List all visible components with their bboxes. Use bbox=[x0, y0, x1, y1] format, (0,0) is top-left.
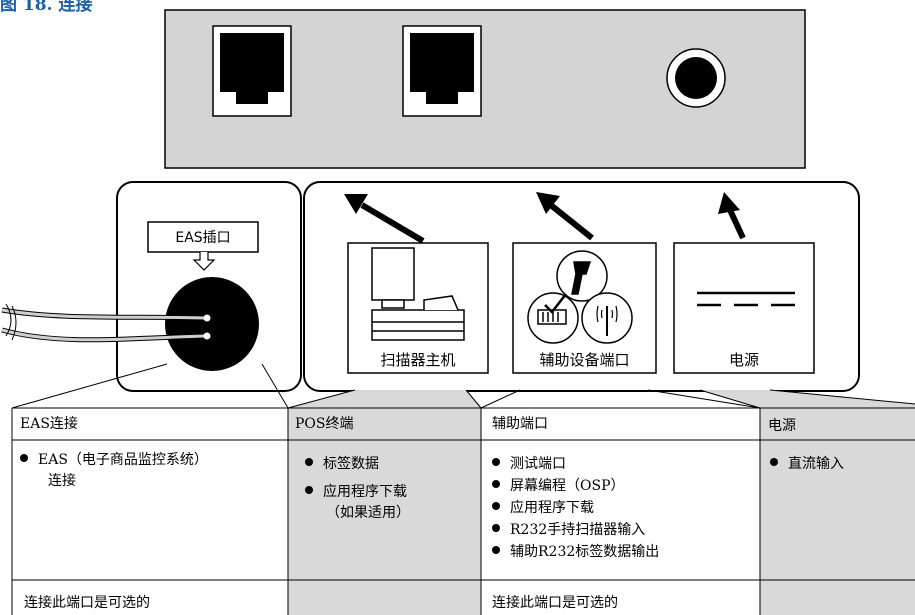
arrow-scanner-icon bbox=[344, 194, 425, 244]
port-caption-scanner-host: 扫描器主机 bbox=[380, 351, 456, 369]
list-item: 屏幕编程（OSP） bbox=[492, 477, 625, 495]
list-item-continuation: （如果适用） bbox=[326, 505, 410, 521]
eas-label-box bbox=[147, 221, 259, 253]
pos-callout-shade bbox=[288, 390, 481, 408]
power-callout-shade bbox=[700, 390, 915, 408]
power-jack bbox=[666, 48, 726, 108]
pos-terminal-icon bbox=[371, 247, 465, 341]
arrow-aux-icon bbox=[536, 192, 594, 241]
list-item: 辅助R232标签数据输出 bbox=[492, 543, 659, 561]
port-caption-power: 电源 bbox=[728, 351, 759, 369]
table-header-aux: 辅助端口 bbox=[492, 416, 548, 432]
table-header-power: 电源 bbox=[768, 418, 796, 434]
list-item: R232手持扫描器输入 bbox=[492, 521, 645, 539]
list-item: EAS（电子商品监控系统） bbox=[20, 451, 208, 469]
eas-label: EAS插口 bbox=[175, 230, 231, 246]
power-port-box bbox=[673, 242, 815, 374]
port-caption-aux: 辅助设备端口 bbox=[539, 351, 630, 369]
rj45-port-1 bbox=[212, 25, 292, 117]
eas-cable bbox=[1, 303, 206, 343]
rj45-port-2 bbox=[402, 25, 482, 117]
list-item: 标签数据 bbox=[305, 455, 379, 473]
table-footer-aux: 连接此端口是可选的 bbox=[492, 595, 618, 611]
list-item-continuation: 连接 bbox=[48, 473, 76, 489]
table-footer-eas: 连接此端口是可选的 bbox=[24, 595, 150, 611]
dc-symbol-icon bbox=[697, 291, 795, 307]
list-item: 应用程序下载 bbox=[492, 499, 594, 517]
list-item: 应用程序下载 bbox=[305, 483, 407, 501]
list-item: 直流输入 bbox=[770, 455, 844, 473]
table-header-pos: POS终端 bbox=[295, 416, 354, 432]
arrow-power-icon bbox=[718, 192, 746, 240]
eas-jack bbox=[165, 277, 259, 371]
list-item: 测试端口 bbox=[492, 455, 566, 473]
figure-title: 图 18. 连接 bbox=[0, 0, 93, 15]
power-column-shade bbox=[760, 408, 915, 615]
table-header-eas: EAS连接 bbox=[20, 416, 78, 432]
aux-devices-icon bbox=[527, 250, 633, 344]
down-arrow-icon bbox=[192, 252, 216, 271]
